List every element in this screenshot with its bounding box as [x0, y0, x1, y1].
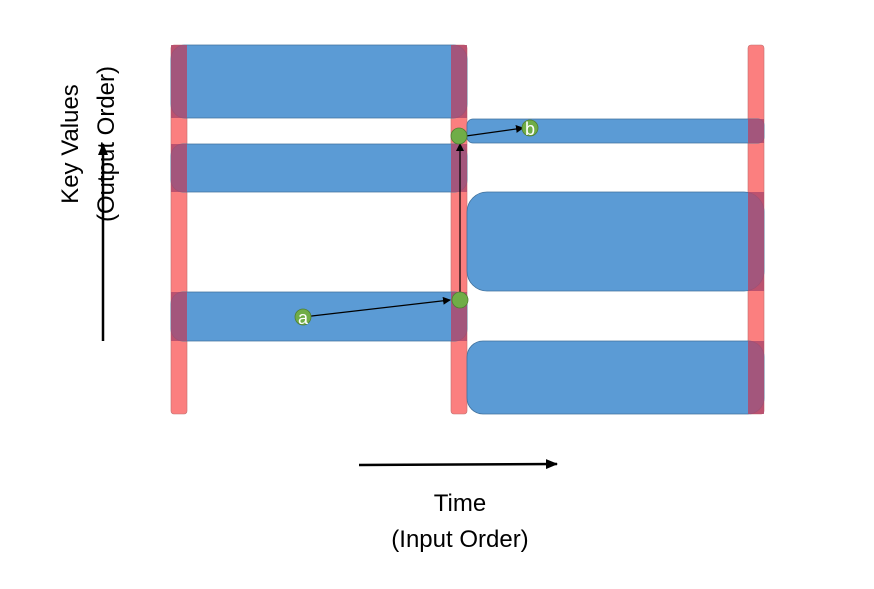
- point-a-label: a: [298, 308, 309, 328]
- overlap-region: [171, 144, 187, 192]
- overlap-region: [451, 144, 467, 192]
- y-axis-title-line1: Key Values: [57, 84, 84, 204]
- y-axis-title-line2: (Output Order): [93, 65, 120, 223]
- overlap-region: [748, 119, 764, 143]
- x-axis-arrow: [358, 459, 558, 470]
- x-axis-title: Time (Input Order): [330, 486, 590, 558]
- overlap-region: [748, 341, 764, 414]
- run-block: [466, 191, 765, 292]
- run-block: [170, 143, 468, 193]
- point-a-marker: [294, 308, 312, 326]
- point-b-label: b: [525, 119, 535, 139]
- overlap-region: [748, 192, 764, 291]
- overlap-region: [451, 45, 467, 118]
- boundary-point-lower: [451, 291, 469, 309]
- run-block: [466, 340, 765, 415]
- y-axis-title: Key Values (Output Order): [53, 44, 125, 244]
- x-axis-title-line1: Time: [433, 490, 487, 517]
- arrow-to-b: [465, 125, 524, 137]
- overlap-region: [171, 292, 187, 341]
- x-axis-title-line2: (Input Order): [391, 526, 529, 553]
- overlap-region: [171, 45, 187, 118]
- run-block: [170, 291, 468, 342]
- boundary-point-upper: [450, 127, 468, 145]
- arrow-a-to-boundary: [302, 296, 451, 318]
- point-b-marker: [521, 119, 539, 137]
- run-block: [170, 44, 468, 119]
- run-block: [466, 118, 765, 144]
